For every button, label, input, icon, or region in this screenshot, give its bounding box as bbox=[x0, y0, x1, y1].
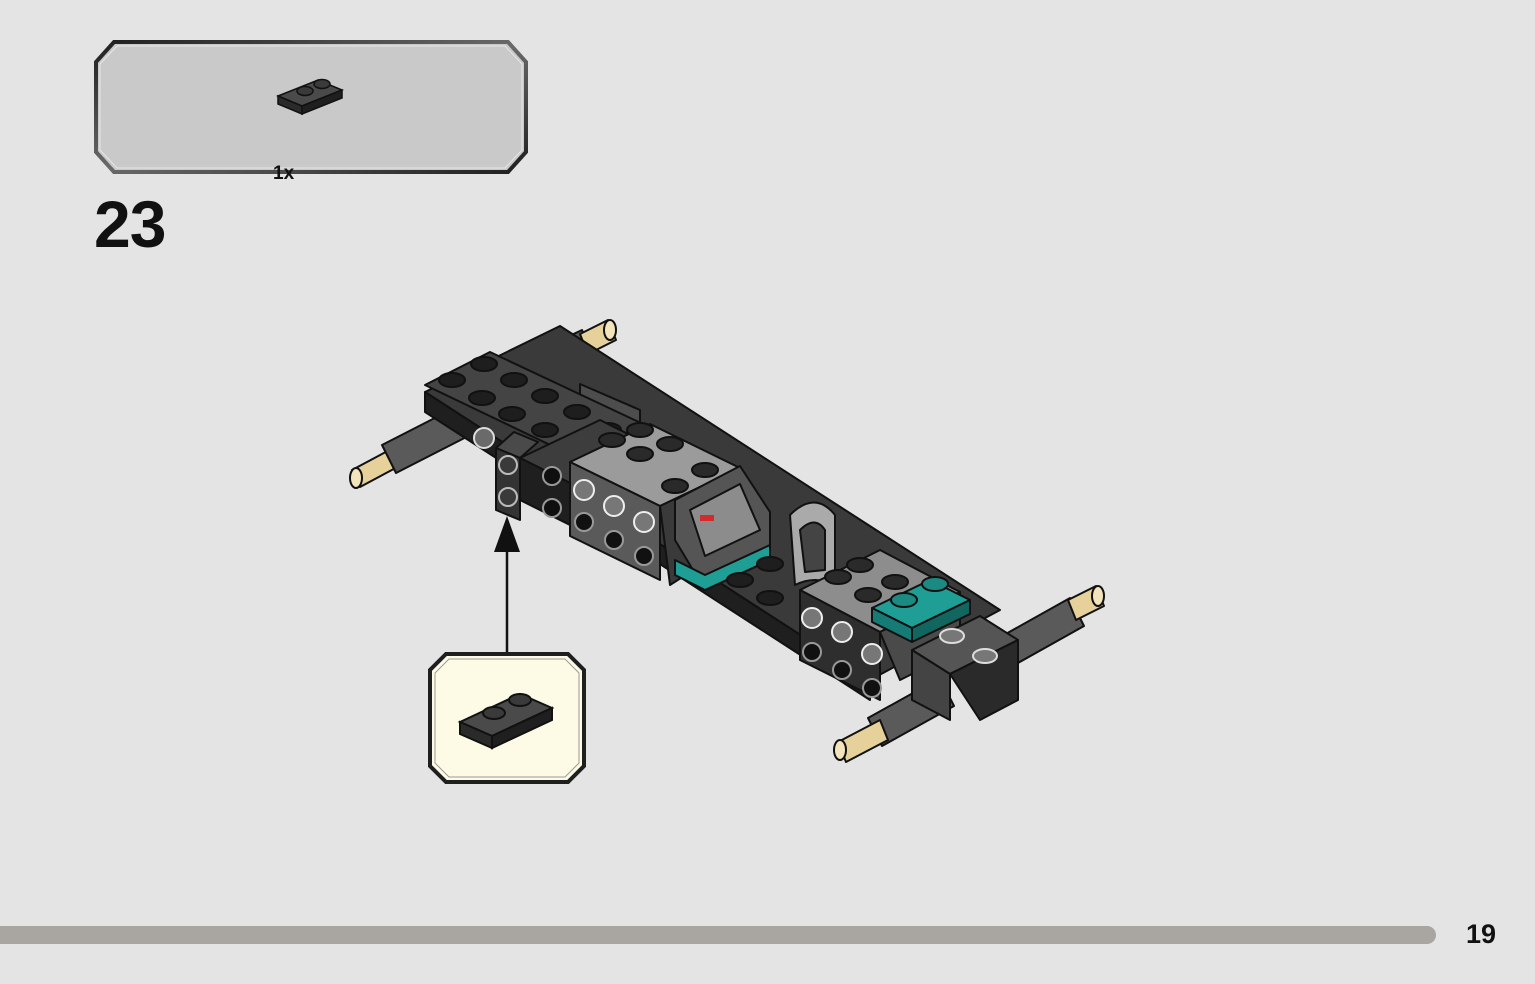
vehicle-chassis-assembly bbox=[349, 319, 1105, 784]
teal-plate bbox=[871, 576, 971, 643]
part-quantity: 1x bbox=[273, 163, 295, 184]
steering-control bbox=[789, 501, 836, 586]
arrow-up-icon bbox=[494, 516, 520, 655]
page-number: 19 bbox=[1466, 919, 1497, 949]
black-plate-1x2-icon bbox=[276, 78, 344, 116]
black-plate-1x2-icon bbox=[457, 692, 555, 750]
front-beam-studs bbox=[726, 556, 784, 606]
installed-plate bbox=[495, 431, 539, 521]
cockpit-seat bbox=[674, 465, 771, 591]
progress-bar bbox=[0, 926, 1436, 944]
front-end-block bbox=[911, 615, 1019, 721]
subassembly-callout bbox=[428, 652, 586, 784]
parts-callout: 1x bbox=[94, 40, 528, 184]
step-number: 23 bbox=[94, 187, 166, 261]
technic-bricks-gray bbox=[569, 422, 741, 586]
